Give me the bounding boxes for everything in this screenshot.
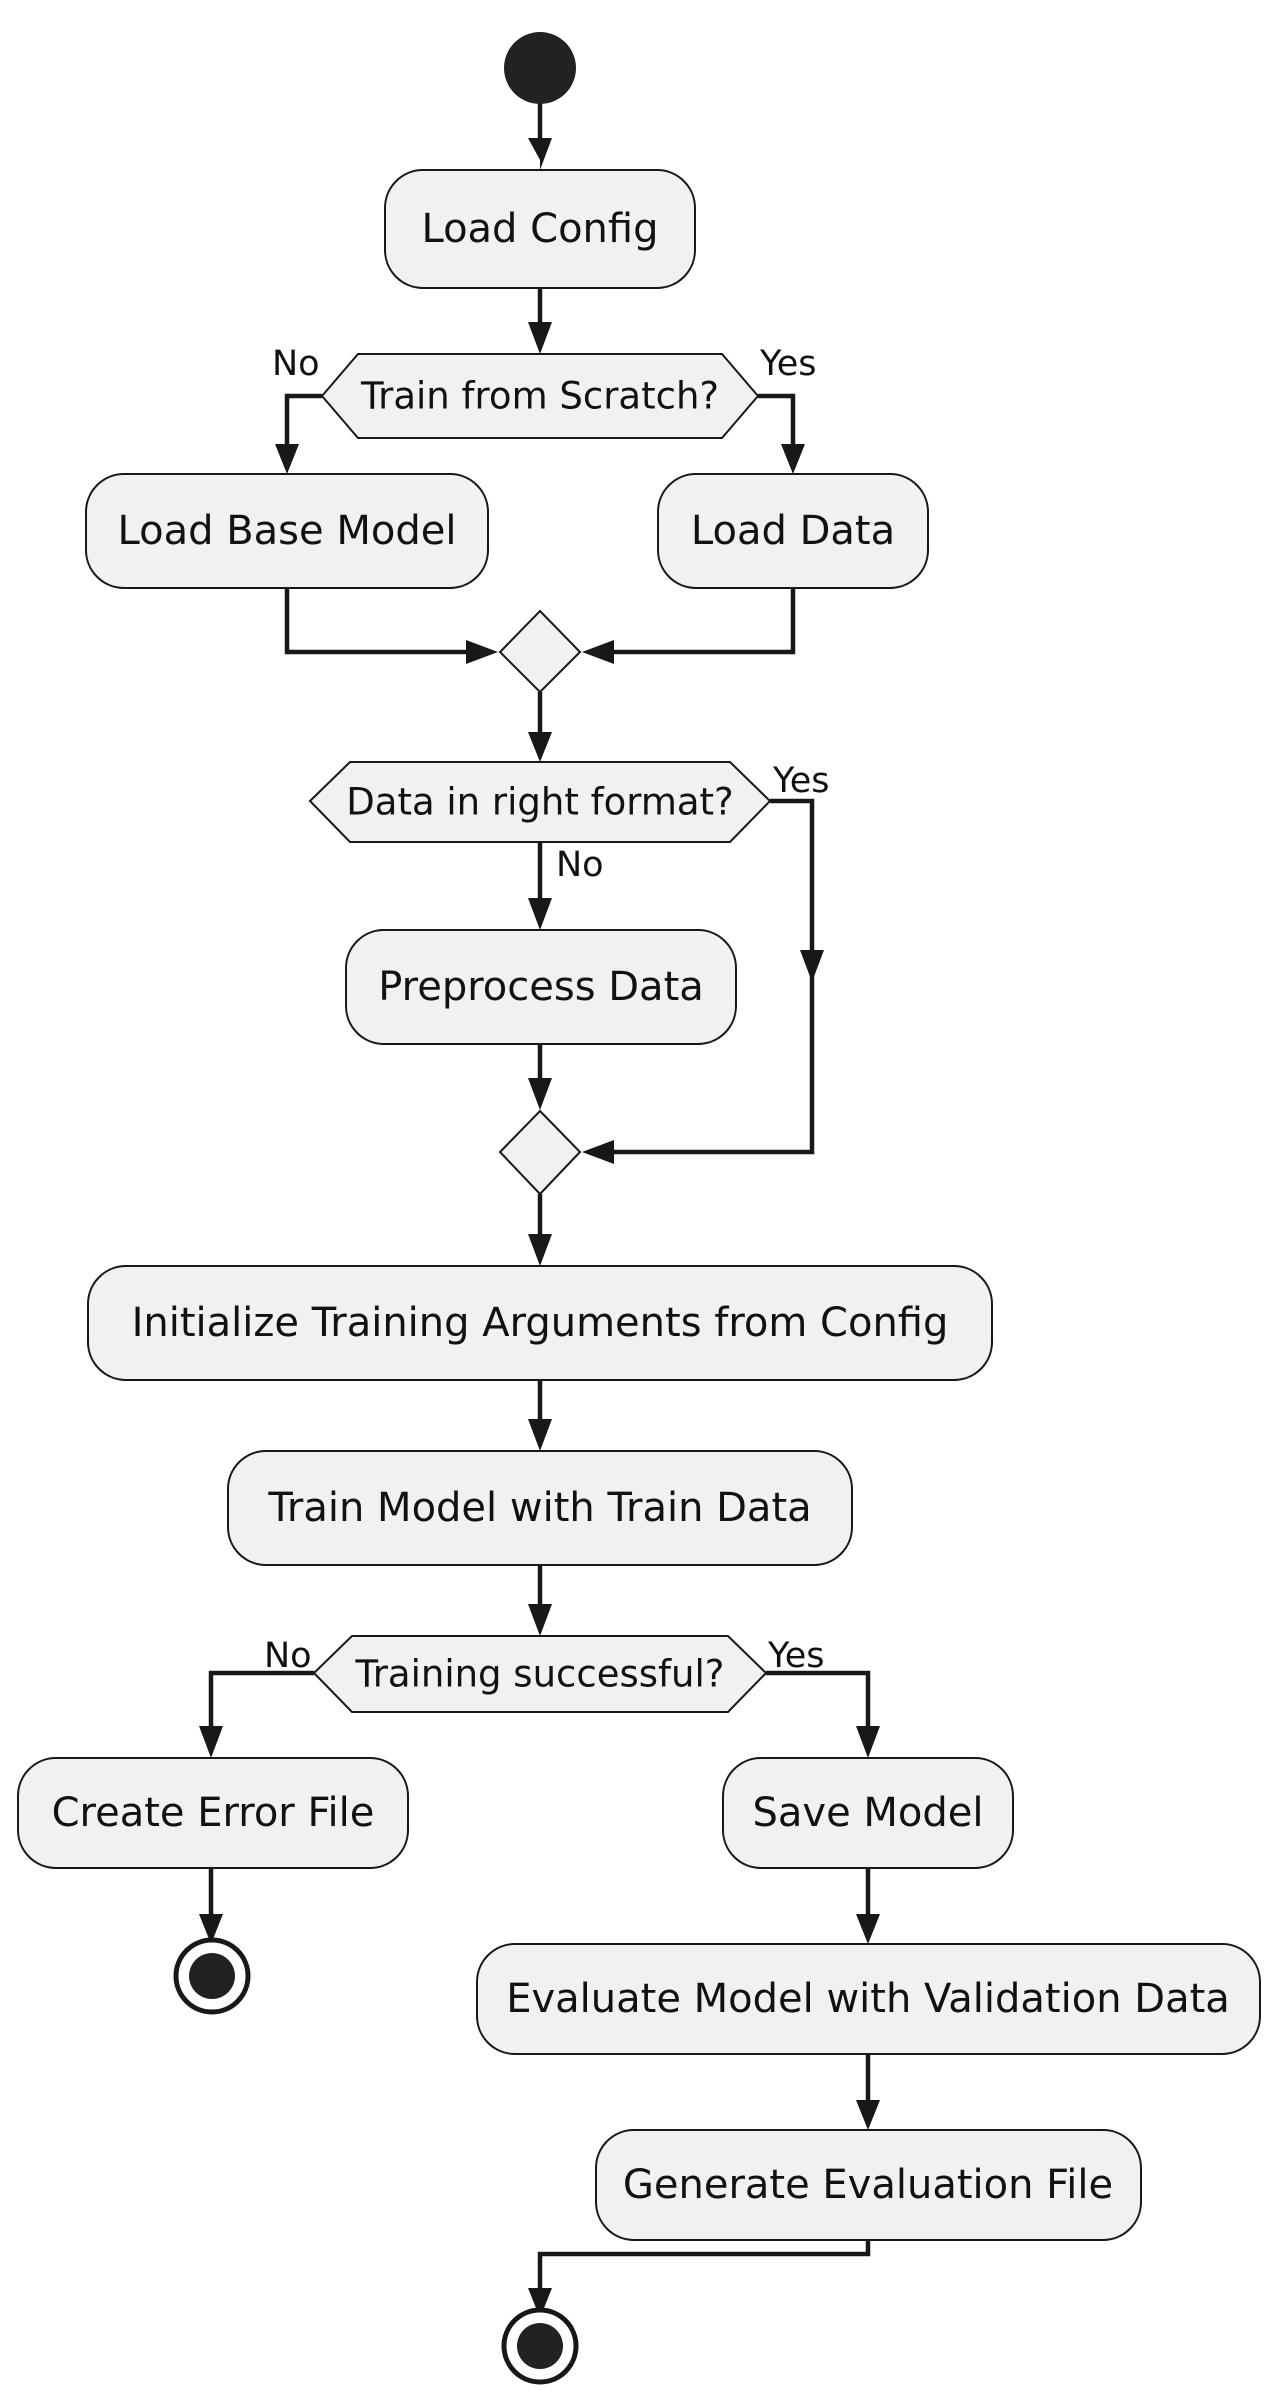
decision-training-successful: Training successful? xyxy=(312,1635,768,1713)
action-load-base-model: Load Base Model xyxy=(85,473,489,589)
arrowhead xyxy=(528,732,552,762)
branch-label-no: No xyxy=(272,344,320,384)
arrowhead xyxy=(528,1078,552,1110)
arrowhead xyxy=(528,1234,552,1266)
arrowhead xyxy=(582,1140,614,1164)
action-label: Generate Evaluation File xyxy=(623,2162,1113,2208)
arrowhead xyxy=(528,1419,552,1451)
start-node xyxy=(504,32,576,104)
arrowhead xyxy=(275,444,299,474)
arrowhead xyxy=(466,640,498,664)
arrowhead xyxy=(528,898,552,930)
action-label: Evaluate Model with Validation Data xyxy=(506,1976,1230,2022)
edge-load-base-model-to-merge xyxy=(284,588,478,655)
decision-label: Training successful? xyxy=(355,1653,725,1696)
action-generate-evaluation-file: Generate Evaluation File xyxy=(595,2129,1142,2241)
edge-generate-to-end xyxy=(537,2240,871,2300)
action-label: Create Error File xyxy=(52,1790,375,1836)
action-create-error-file: Create Error File xyxy=(17,1757,409,1869)
action-label: Train Model with Train Data xyxy=(267,1485,811,1531)
arrowhead xyxy=(528,1604,552,1636)
merge-node xyxy=(498,609,582,694)
edge-decision1-no xyxy=(284,393,322,458)
action-preprocess-data: Preprocess Data xyxy=(345,929,737,1045)
action-train-model: Train Model with Train Data xyxy=(227,1450,853,1566)
action-label: Load Data xyxy=(691,508,895,554)
decision-train-from-scratch: Train from Scratch? xyxy=(320,353,760,439)
branch-label-yes: Yes xyxy=(767,1636,825,1676)
arrowheads xyxy=(199,138,880,2318)
branch-label-no: No xyxy=(556,845,604,885)
decision-data-format: Data in right format? xyxy=(308,761,772,843)
arrowhead xyxy=(199,1914,223,1944)
end-node xyxy=(173,1937,251,2015)
arrowhead xyxy=(856,1914,880,1944)
end-node xyxy=(501,2307,579,2385)
action-label: Preprocess Data xyxy=(378,964,704,1010)
action-save-model: Save Model xyxy=(722,1757,1014,1869)
arrowhead xyxy=(856,2100,880,2130)
decision-label: Data in right format? xyxy=(346,781,733,824)
edge-decision3-yes xyxy=(766,1670,871,1740)
decision-label: Train from Scratch? xyxy=(360,375,719,418)
action-load-data: Load Data xyxy=(657,473,929,589)
action-label: Load Base Model xyxy=(118,508,457,554)
action-initialize-training-arguments: Initialize Training Arguments from Confi… xyxy=(87,1265,993,1381)
action-label: Load Config xyxy=(421,206,658,252)
edge-decision1-yes xyxy=(758,393,796,458)
action-label: Save Model xyxy=(753,1790,984,1836)
edge-decision3-no xyxy=(208,1670,314,1740)
edge-load-data-to-merge xyxy=(602,588,796,655)
arrowhead xyxy=(528,322,552,354)
action-load-config: Load Config xyxy=(384,169,696,289)
branch-label-no: No xyxy=(264,1636,312,1676)
merge-node xyxy=(498,1109,582,1196)
arrowhead xyxy=(582,640,614,664)
arrowhead xyxy=(781,444,805,474)
branch-label-yes: Yes xyxy=(772,761,830,801)
branch-label-yes: Yes xyxy=(759,344,817,384)
arrowhead xyxy=(856,1726,880,1758)
arrowhead xyxy=(199,1726,223,1758)
action-evaluate-model: Evaluate Model with Validation Data xyxy=(476,1943,1261,2055)
action-label: Initialize Training Arguments from Confi… xyxy=(132,1300,949,1346)
arrowhead xyxy=(528,2288,552,2318)
arrowhead xyxy=(528,138,552,170)
arrowhead xyxy=(800,950,824,982)
